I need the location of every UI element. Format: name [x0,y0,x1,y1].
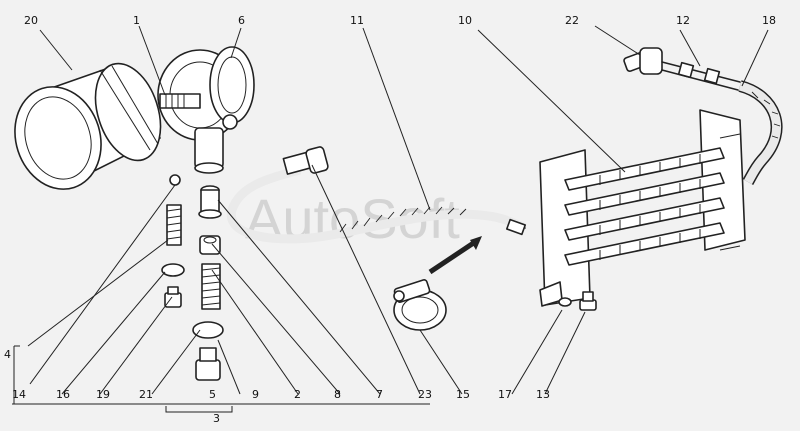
bypass-spring-small [166,204,182,246]
label-11: 11 [350,14,364,27]
cooler-tubes [564,147,725,266]
label-1: 1 [133,14,140,27]
lock-washer [558,297,572,307]
label-14: 14 [12,388,26,401]
label-20: 20 [24,14,38,27]
hose-end-fitting-left [282,146,329,175]
check-ball [169,174,181,186]
label-7: 7 [376,388,383,401]
elbow-fitting [623,47,663,75]
label-21: 21 [139,388,153,401]
washer-large [192,321,224,339]
oil-hose [226,165,527,244]
valve-sleeve [198,185,222,219]
valve-body [199,235,221,255]
plug-small [164,286,182,308]
label-23: 23 [418,388,432,401]
mounting-bolt [579,291,597,311]
label-8: 8 [334,388,341,401]
label-19: 19 [96,388,110,401]
oil-filter-canister [14,62,162,190]
label-6: 6 [238,14,245,27]
label-12: 12 [676,14,690,27]
clamp-arrow [428,237,480,275]
part-labels: 20 1 6 11 10 22 12 18 4 14 16 19 21 5 9 … [4,14,776,425]
label-17: 17 [498,388,512,401]
label-2: 2 [294,388,301,401]
filter-housing [157,46,255,174]
center-stud [159,93,201,109]
bypass-spring-large [201,263,221,310]
clamp-arrowhead [470,236,482,250]
label-22: 22 [565,14,579,27]
label-10: 10 [458,14,472,27]
leader-lines [12,25,769,413]
label-18: 18 [762,14,776,27]
label-4: 4 [4,348,11,361]
washer-small [161,263,185,277]
hose-clamp [393,279,447,331]
label-15: 15 [456,388,470,401]
oil-cooler [539,109,746,307]
label-5: 5 [209,388,216,401]
label-9: 9 [252,388,259,401]
supply-tube [661,61,741,91]
plug-large [195,347,221,381]
label-16: 16 [56,388,70,401]
label-13: 13 [536,388,550,401]
return-hose [738,80,783,185]
label-3: 3 [213,412,220,425]
hose-end-fitting-right [505,218,527,236]
